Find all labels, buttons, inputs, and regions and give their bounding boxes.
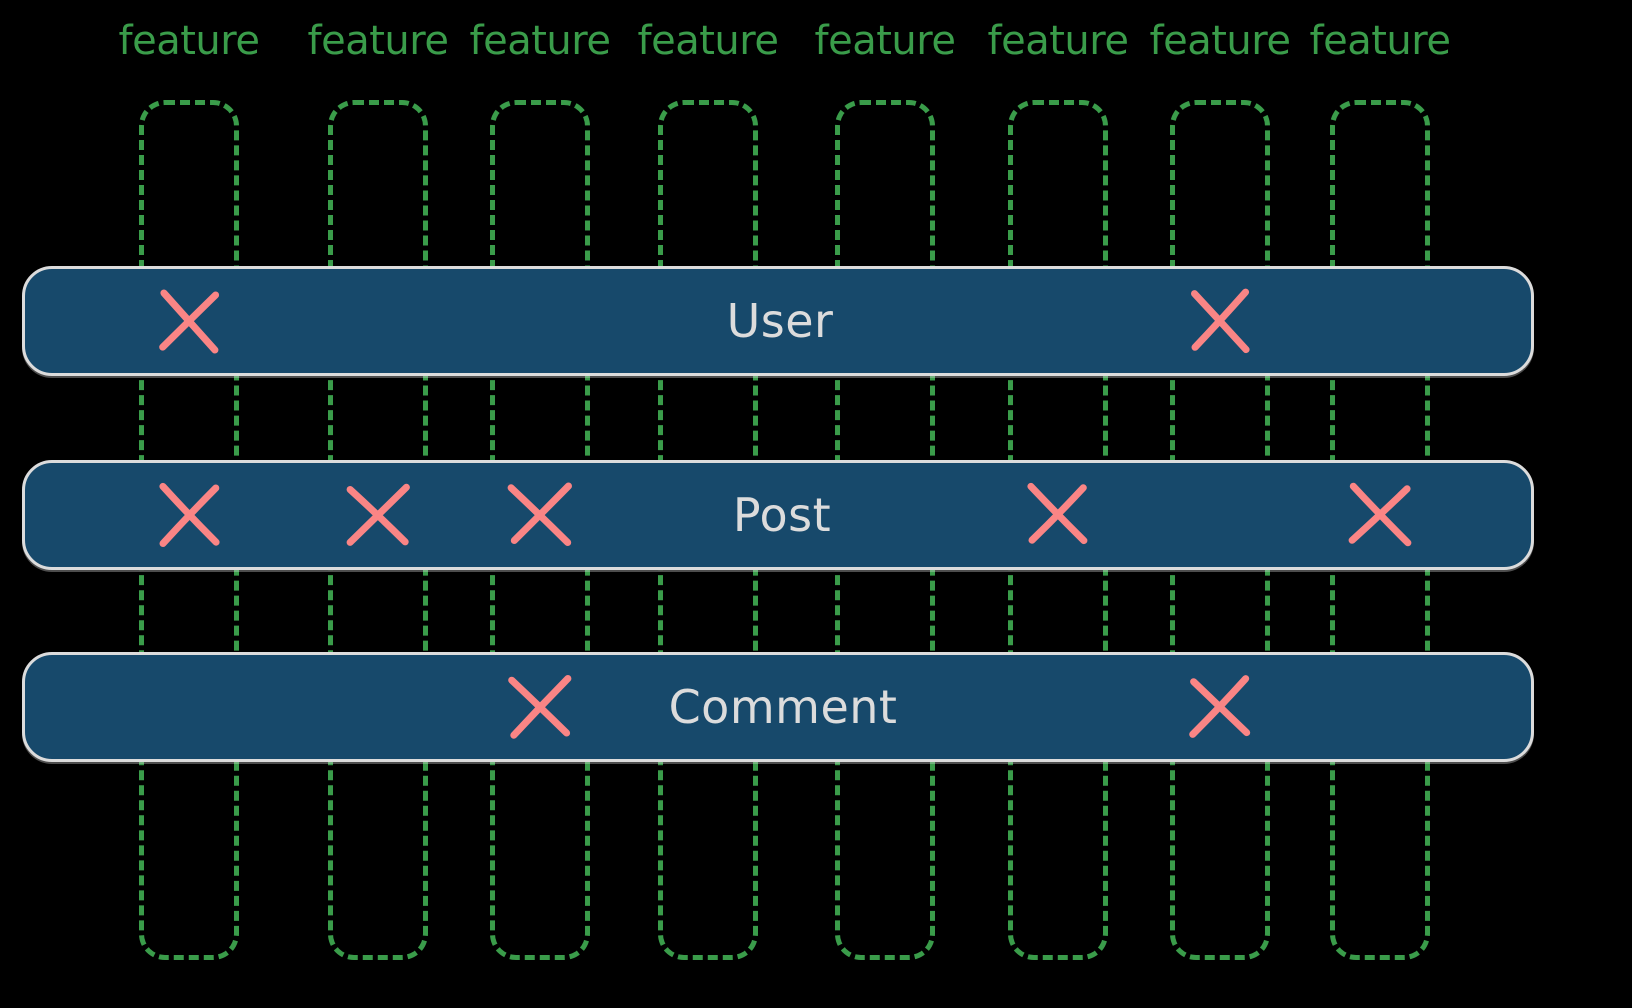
feature-label-4: feature (638, 18, 779, 64)
feature-label-1: feature (119, 18, 260, 64)
feature-label-3: feature (470, 18, 611, 64)
feature-label-5: feature (815, 18, 956, 64)
entity-label-post: Post (733, 488, 831, 542)
feature-label-2: feature (308, 18, 449, 64)
feature-label-6: feature (988, 18, 1129, 64)
entity-label-user: User (727, 294, 834, 348)
feature-label-7: feature (1150, 18, 1291, 64)
entity-label-comment: Comment (669, 680, 898, 734)
feature-label-8: feature (1310, 18, 1451, 64)
